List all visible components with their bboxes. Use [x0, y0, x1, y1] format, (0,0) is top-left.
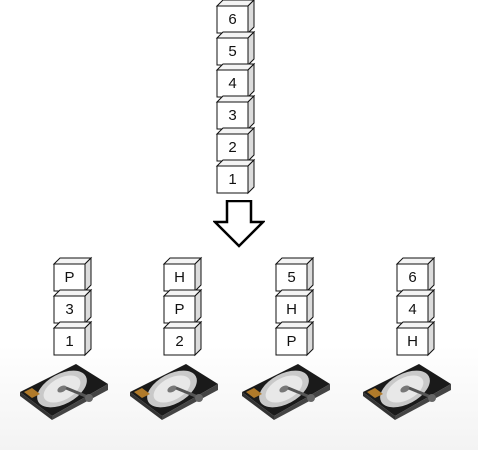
disk-block-label: H: [174, 269, 185, 286]
stripe-block: 3: [215, 94, 256, 131]
disk-block: P: [52, 256, 93, 293]
disk-block-label: 6: [408, 269, 417, 286]
disk-block-label: 1: [65, 333, 74, 350]
stripe-block: 5: [215, 30, 256, 67]
hard-drive-icon: [361, 362, 453, 420]
stripe-block-label: 6: [228, 11, 237, 28]
down-arrow-icon: [211, 199, 267, 248]
disk-block-label: 3: [65, 301, 74, 318]
stripe-block: 6: [215, 0, 255, 35]
stripe-block-label: 5: [228, 43, 237, 60]
disk-block: 1: [52, 320, 93, 357]
stripe-block: 4: [215, 62, 256, 99]
stripe-block-label: 1: [228, 171, 237, 188]
disk-block-label: H: [407, 333, 418, 350]
disk-block-label: 4: [408, 301, 417, 318]
disk-block-label: P: [286, 333, 297, 350]
disk-block-label: P: [64, 269, 75, 286]
disk-block: 5: [274, 256, 315, 293]
disk-block: H: [395, 320, 436, 357]
disk-block-label: 5: [287, 269, 296, 286]
disk-block-label: H: [286, 301, 297, 318]
hard-drive-icon: [128, 362, 220, 420]
disk-block: 3: [52, 288, 93, 325]
disk-block: P: [162, 288, 203, 325]
hard-drive-icon: [18, 362, 110, 420]
stripe-block: 1: [215, 158, 256, 195]
stripe-block-label: 4: [228, 75, 237, 92]
disk-block-label: 2: [175, 333, 184, 350]
disk-block: H: [274, 288, 315, 325]
disk-block: 4: [395, 288, 436, 325]
stripe-block: 2: [215, 126, 256, 163]
stripe-block-label: 2: [228, 139, 237, 156]
disk-block: 6: [395, 256, 436, 293]
disk-block: P: [274, 320, 315, 357]
disk-block-label: P: [174, 301, 185, 318]
stripe-block-label: 3: [228, 107, 237, 124]
disk-block: H: [162, 256, 203, 293]
hard-drive-icon: [240, 362, 332, 420]
disk-block: 2: [162, 320, 203, 357]
